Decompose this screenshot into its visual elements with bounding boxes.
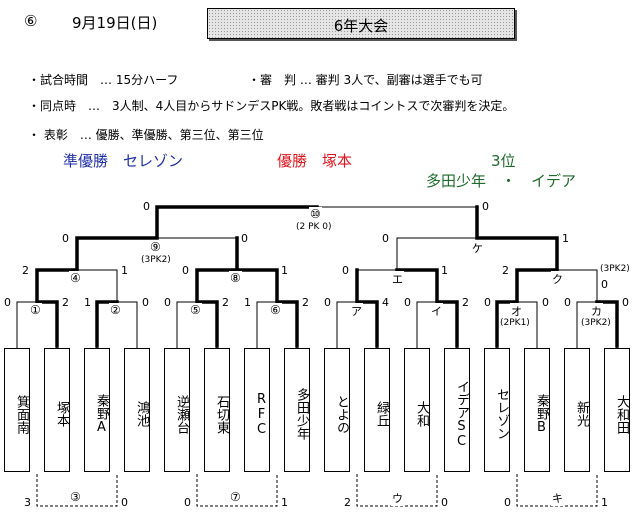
third-place-title: 3位: [491, 152, 516, 170]
rule-tie-text: 同点時 … 3人制、4人目からサドンデスPK戦。敗者戦はコイントスで次審判を決定…: [40, 99, 515, 113]
score: 1: [562, 232, 569, 245]
score: 0: [622, 296, 629, 309]
score: 1: [281, 264, 288, 277]
match-label: ①: [29, 303, 42, 317]
team-box: 新光: [564, 348, 590, 472]
score: 0: [382, 232, 389, 245]
match-label: キ: [551, 490, 564, 506]
rule-awards: ・ 表彰 … 優勝、準優勝、第三位、第三位: [28, 128, 264, 142]
score: 0: [241, 232, 248, 245]
score: 0: [482, 200, 489, 213]
score: 0: [404, 296, 411, 309]
match-label: ケ: [471, 240, 484, 256]
final-label: ⑩: [309, 207, 322, 221]
third-place-teams: 多田少年 ・ イデア: [426, 172, 577, 190]
team-box: 緑丘: [364, 348, 390, 472]
score: 2: [502, 264, 509, 277]
score: 1: [601, 496, 608, 509]
score: 2: [22, 264, 29, 277]
match-label: ク: [551, 271, 564, 287]
score: 0: [601, 278, 608, 291]
match-label: ③: [69, 490, 82, 504]
match-label: ⑨: [149, 240, 162, 254]
score: 2: [222, 296, 229, 309]
score: 3: [24, 496, 31, 509]
rule-referee: ・審 判 … 審判 3人で、副審は選手でも可: [248, 73, 483, 87]
match-label: ⑦: [229, 490, 242, 504]
match-label: ⑥: [269, 303, 282, 317]
pk-note: (3PK2): [141, 255, 171, 265]
match-label: ア: [350, 303, 363, 319]
team-box: 箕面南: [4, 348, 30, 472]
team-box: 秦野B: [524, 348, 550, 472]
match-label: ④: [69, 271, 82, 285]
title-box: 6年大会: [207, 8, 515, 39]
team-box: イデアSC: [444, 348, 470, 472]
match-label: ⑤: [189, 303, 202, 317]
score: 0: [484, 296, 491, 309]
pk-note: (3PK2): [600, 264, 630, 274]
score: 0: [4, 296, 11, 309]
rule-time-text: 試合時間 … 15分ハーフ: [40, 73, 179, 87]
team-box: 塚本: [44, 348, 70, 472]
score: 1: [441, 264, 448, 277]
team-box: RFC: [244, 348, 270, 472]
match-date: 9月19日(日): [72, 14, 158, 32]
team-box: 逆瀬台: [164, 348, 190, 472]
rule-awards-text: 表彰 … 優勝、準優勝、第三位、第三位: [43, 128, 264, 142]
score: 4: [382, 296, 389, 309]
score: 2: [344, 496, 351, 509]
team-box: 鴻池: [124, 348, 150, 472]
match-number: ⑥: [24, 12, 38, 30]
match-label: カ: [590, 303, 603, 319]
score: 1: [281, 496, 288, 509]
pk-note: (2 PK 0): [296, 222, 332, 232]
score: 0: [121, 496, 128, 509]
score: 0: [342, 264, 349, 277]
score: 2: [62, 296, 69, 309]
match-label: ②: [109, 303, 122, 317]
score: 0: [504, 496, 511, 509]
team-box: 多田少年: [284, 348, 310, 472]
pk-note: (3PK2): [581, 318, 611, 328]
score: 0: [62, 232, 69, 245]
score: 2: [462, 296, 469, 309]
rule-time: ・試合時間 … 15分ハーフ: [28, 73, 179, 87]
winner-label: 優勝 塚本: [277, 152, 353, 170]
score: 0: [164, 296, 171, 309]
team-box: 石切東: [204, 348, 230, 472]
team-box: とよの: [324, 348, 350, 472]
match-label: イ: [430, 303, 443, 319]
score: 1: [244, 296, 251, 309]
team-box: セレゾン: [484, 348, 510, 472]
team-box: 大和田: [604, 348, 630, 472]
runner-up-label: 準優勝 セレゾン: [63, 152, 184, 170]
match-label: ⑧: [229, 271, 242, 285]
score: 0: [542, 296, 549, 309]
team-box: 秦野A: [84, 348, 110, 472]
team-box: 大和: [404, 348, 430, 472]
score: 0: [142, 296, 149, 309]
score: 0: [143, 200, 150, 213]
pk-note: (2PK1): [500, 318, 530, 328]
page-title: 6年大会: [333, 17, 389, 35]
rule-referee-text: 審 判 … 審判 3人で、副審は選手でも可: [260, 73, 483, 87]
score: 0: [564, 296, 571, 309]
score: 2: [302, 296, 309, 309]
rule-tie: ・同点時 … 3人制、4人目からサドンデスPK戦。敗者戦はコイントスで次審判を決…: [28, 99, 515, 113]
score: 0: [184, 496, 191, 509]
score: 1: [84, 296, 91, 309]
match-label: エ: [391, 271, 404, 287]
score: 0: [441, 496, 448, 509]
match-label: ウ: [391, 490, 404, 506]
score: 1: [121, 264, 128, 277]
score: 0: [324, 296, 331, 309]
score: 0: [182, 264, 189, 277]
match-label: オ: [510, 303, 523, 319]
